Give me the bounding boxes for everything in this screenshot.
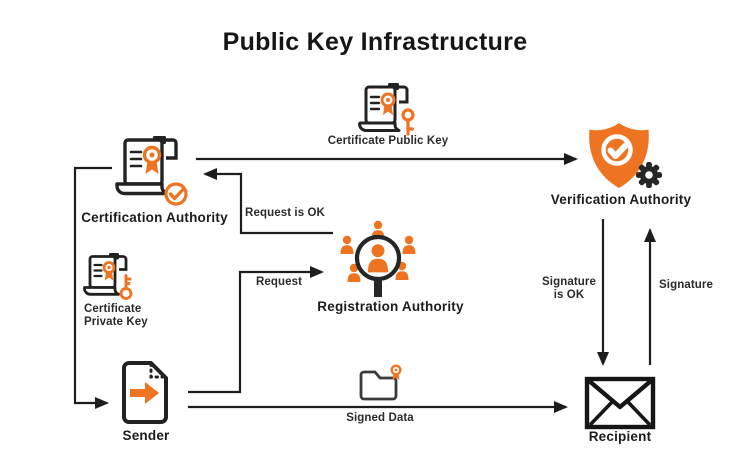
magnifier-lens — [354, 234, 402, 282]
shield-check-gear-icon — [589, 123, 662, 188]
gear-icon — [636, 162, 662, 188]
certificate-key-icon — [358, 83, 415, 136]
person-icon — [367, 244, 389, 273]
certificate-private-key-label: Certificate Private Key — [84, 303, 148, 328]
arrow-ca-to-sender — [73, 166, 112, 409]
certificate-check-icon — [115, 136, 188, 206]
registration-authority-label: Registration Authority — [317, 299, 464, 314]
arrow-request-is-ok — [203, 168, 333, 235]
sender-node — [118, 360, 172, 426]
envelope-icon — [584, 376, 656, 430]
verification-authority-label: Verification Authority — [550, 192, 692, 207]
signature-is-ok-label: Signature is OK — [542, 276, 596, 301]
certificate-public-key-artifact — [357, 82, 419, 138]
registration-authority-node — [328, 218, 428, 302]
folder-badge-icon — [359, 364, 402, 401]
diagram-title: Public Key Infrastructure — [222, 28, 528, 56]
person-icon — [402, 235, 416, 254]
arrow-request — [188, 266, 324, 394]
verification-authority-node — [581, 120, 673, 198]
sender-label: Sender — [122, 428, 170, 443]
right-arrow-glyph — [130, 382, 159, 404]
signature-label: Signature — [659, 279, 713, 291]
people-magnifier-icon — [340, 220, 416, 297]
recipient-node — [584, 376, 656, 430]
request-label: Request — [255, 276, 303, 288]
person-icon — [340, 235, 354, 254]
certificate-ring-key-icon — [83, 253, 133, 300]
signed-data-artifact — [356, 363, 404, 403]
certification-authority-label: Certification Authority — [81, 210, 228, 225]
certificate-public-key-label: Certificate Public Key — [327, 135, 449, 147]
signed-data-label: Signed Data — [346, 412, 414, 424]
request-is-ok-label: Request is OK — [245, 207, 325, 219]
certificate-private-key-artifact — [82, 252, 136, 304]
document-arrow-icon — [122, 361, 168, 424]
recipient-label: Recipient — [588, 429, 652, 444]
certification-authority-node — [110, 134, 198, 210]
